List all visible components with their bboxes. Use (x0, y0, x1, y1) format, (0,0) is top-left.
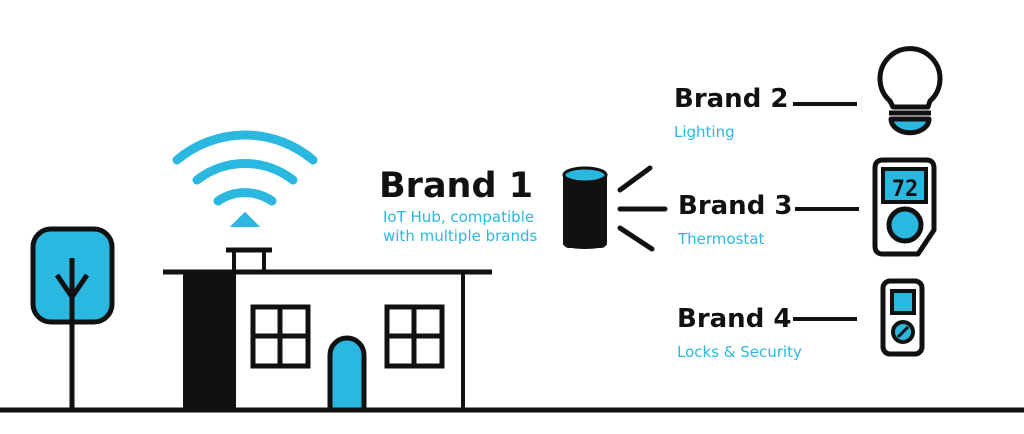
window-icon (250, 304, 311, 369)
hub-description: IoT Hub, compatible with multiple brands (383, 208, 537, 246)
smart-lock-icon (880, 278, 925, 357)
device-category-label: Thermostat (678, 230, 765, 248)
device-brand-label: Brand 2 (674, 84, 789, 114)
device-brand-label: Brand 4 (677, 304, 792, 334)
smart-speaker-icon (562, 166, 608, 249)
hub-description-line: with multiple brands (383, 226, 538, 245)
thermostat-icon (872, 157, 937, 257)
device-category-label: Locks & Security (677, 343, 802, 361)
hub-description-line: IoT Hub, compatible (383, 208, 535, 226)
door-icon (327, 335, 367, 413)
house-icon (163, 247, 492, 413)
device-brand-label: Brand 3 (678, 191, 793, 221)
hub-brand-label: Brand 1 (379, 166, 534, 206)
window-icon (384, 304, 445, 369)
device-category-label: Lighting (674, 123, 735, 141)
light-bulb-icon (877, 46, 943, 136)
hub-signal-lines (617, 165, 668, 252)
wifi-icon (172, 130, 318, 227)
thermostat-display: 72 (892, 177, 919, 202)
tree-icon (30, 226, 115, 410)
